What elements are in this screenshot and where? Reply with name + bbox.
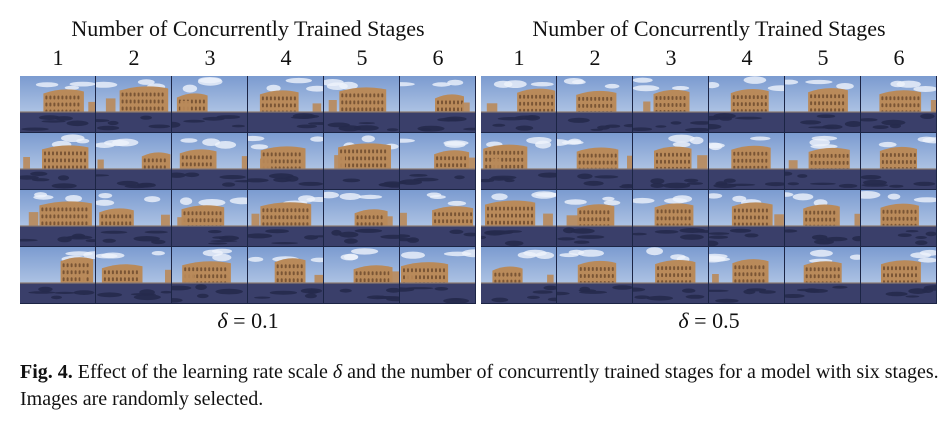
sample-image (248, 133, 323, 189)
sample-image (861, 76, 936, 132)
sample-image (481, 133, 556, 189)
stage-label: 5 (817, 45, 829, 70)
sample-image (557, 247, 632, 303)
caption-symbol: δ (332, 361, 343, 383)
sample-image (633, 76, 708, 132)
delta-value: = 0.5 (688, 308, 740, 333)
caption-text: and the number of concurrently trained s… (20, 361, 939, 410)
stage-label: 1 (52, 45, 64, 70)
sample-image (709, 76, 784, 132)
delta-symbol: δ (678, 308, 689, 333)
sample-image (172, 76, 247, 132)
sample-image (400, 133, 475, 189)
delta-value: = 0.1 (227, 308, 279, 333)
delta-symbol: δ (217, 308, 228, 333)
stage-label: 2 (128, 45, 140, 70)
caption-text: Effect of the learning rate scale (72, 361, 333, 383)
sample-image (709, 247, 784, 303)
sample-image (400, 247, 475, 303)
sample-image (400, 76, 475, 132)
stage-label: 6 (432, 45, 444, 70)
stage-label: 5 (356, 45, 368, 70)
sample-image (324, 247, 399, 303)
stage-label: 2 (589, 45, 601, 70)
image-grid (20, 76, 476, 304)
panel-title: Number of Concurrently Trained Stages (532, 16, 886, 41)
sample-image (557, 76, 632, 132)
sample-image (248, 190, 323, 246)
sample-image (324, 190, 399, 246)
delta-label: δ = 0.5 (481, 308, 937, 334)
stage-label: 3 (665, 45, 677, 70)
sample-image (96, 76, 171, 132)
sample-image (248, 76, 323, 132)
sample-image (172, 247, 247, 303)
sample-image (20, 247, 95, 303)
image-grid (481, 76, 937, 304)
sample-image (861, 133, 936, 189)
sample-image (785, 190, 860, 246)
delta-label: δ = 0.1 (20, 308, 476, 334)
sample-image (481, 190, 556, 246)
sample-image (633, 190, 708, 246)
panel-title: Number of Concurrently Trained Stages (71, 16, 425, 41)
sample-image (557, 133, 632, 189)
sample-image (172, 190, 247, 246)
sample-image (96, 247, 171, 303)
sample-image (785, 133, 860, 189)
sample-image (248, 247, 323, 303)
sample-image (709, 133, 784, 189)
figure-caption: Fig. 4. Effect of the learning rate scal… (20, 359, 940, 413)
sample-image (785, 247, 860, 303)
stage-label: 6 (893, 45, 905, 70)
sample-image (633, 133, 708, 189)
stage-label: 1 (513, 45, 525, 70)
sample-image (861, 247, 936, 303)
sample-image (324, 133, 399, 189)
sample-image (481, 76, 556, 132)
sample-image (481, 247, 556, 303)
sample-image (96, 190, 171, 246)
sample-image (785, 76, 860, 132)
stage-labels: 1 2 3 4 5 6 (20, 45, 476, 71)
figure-label: Fig. 4. (20, 361, 73, 383)
sample-image (400, 190, 475, 246)
stage-labels: 1 2 3 4 5 6 (481, 45, 937, 71)
sample-image (557, 190, 632, 246)
stage-label: 4 (280, 45, 292, 70)
sample-image (324, 76, 399, 132)
stage-label: 4 (741, 45, 753, 70)
sample-image (709, 190, 784, 246)
sample-image (20, 76, 95, 132)
sample-image (172, 133, 247, 189)
sample-image (861, 190, 936, 246)
sample-image (633, 247, 708, 303)
sample-image (20, 133, 95, 189)
stage-label: 3 (204, 45, 216, 70)
sample-image (96, 133, 171, 189)
sample-image (20, 190, 95, 246)
